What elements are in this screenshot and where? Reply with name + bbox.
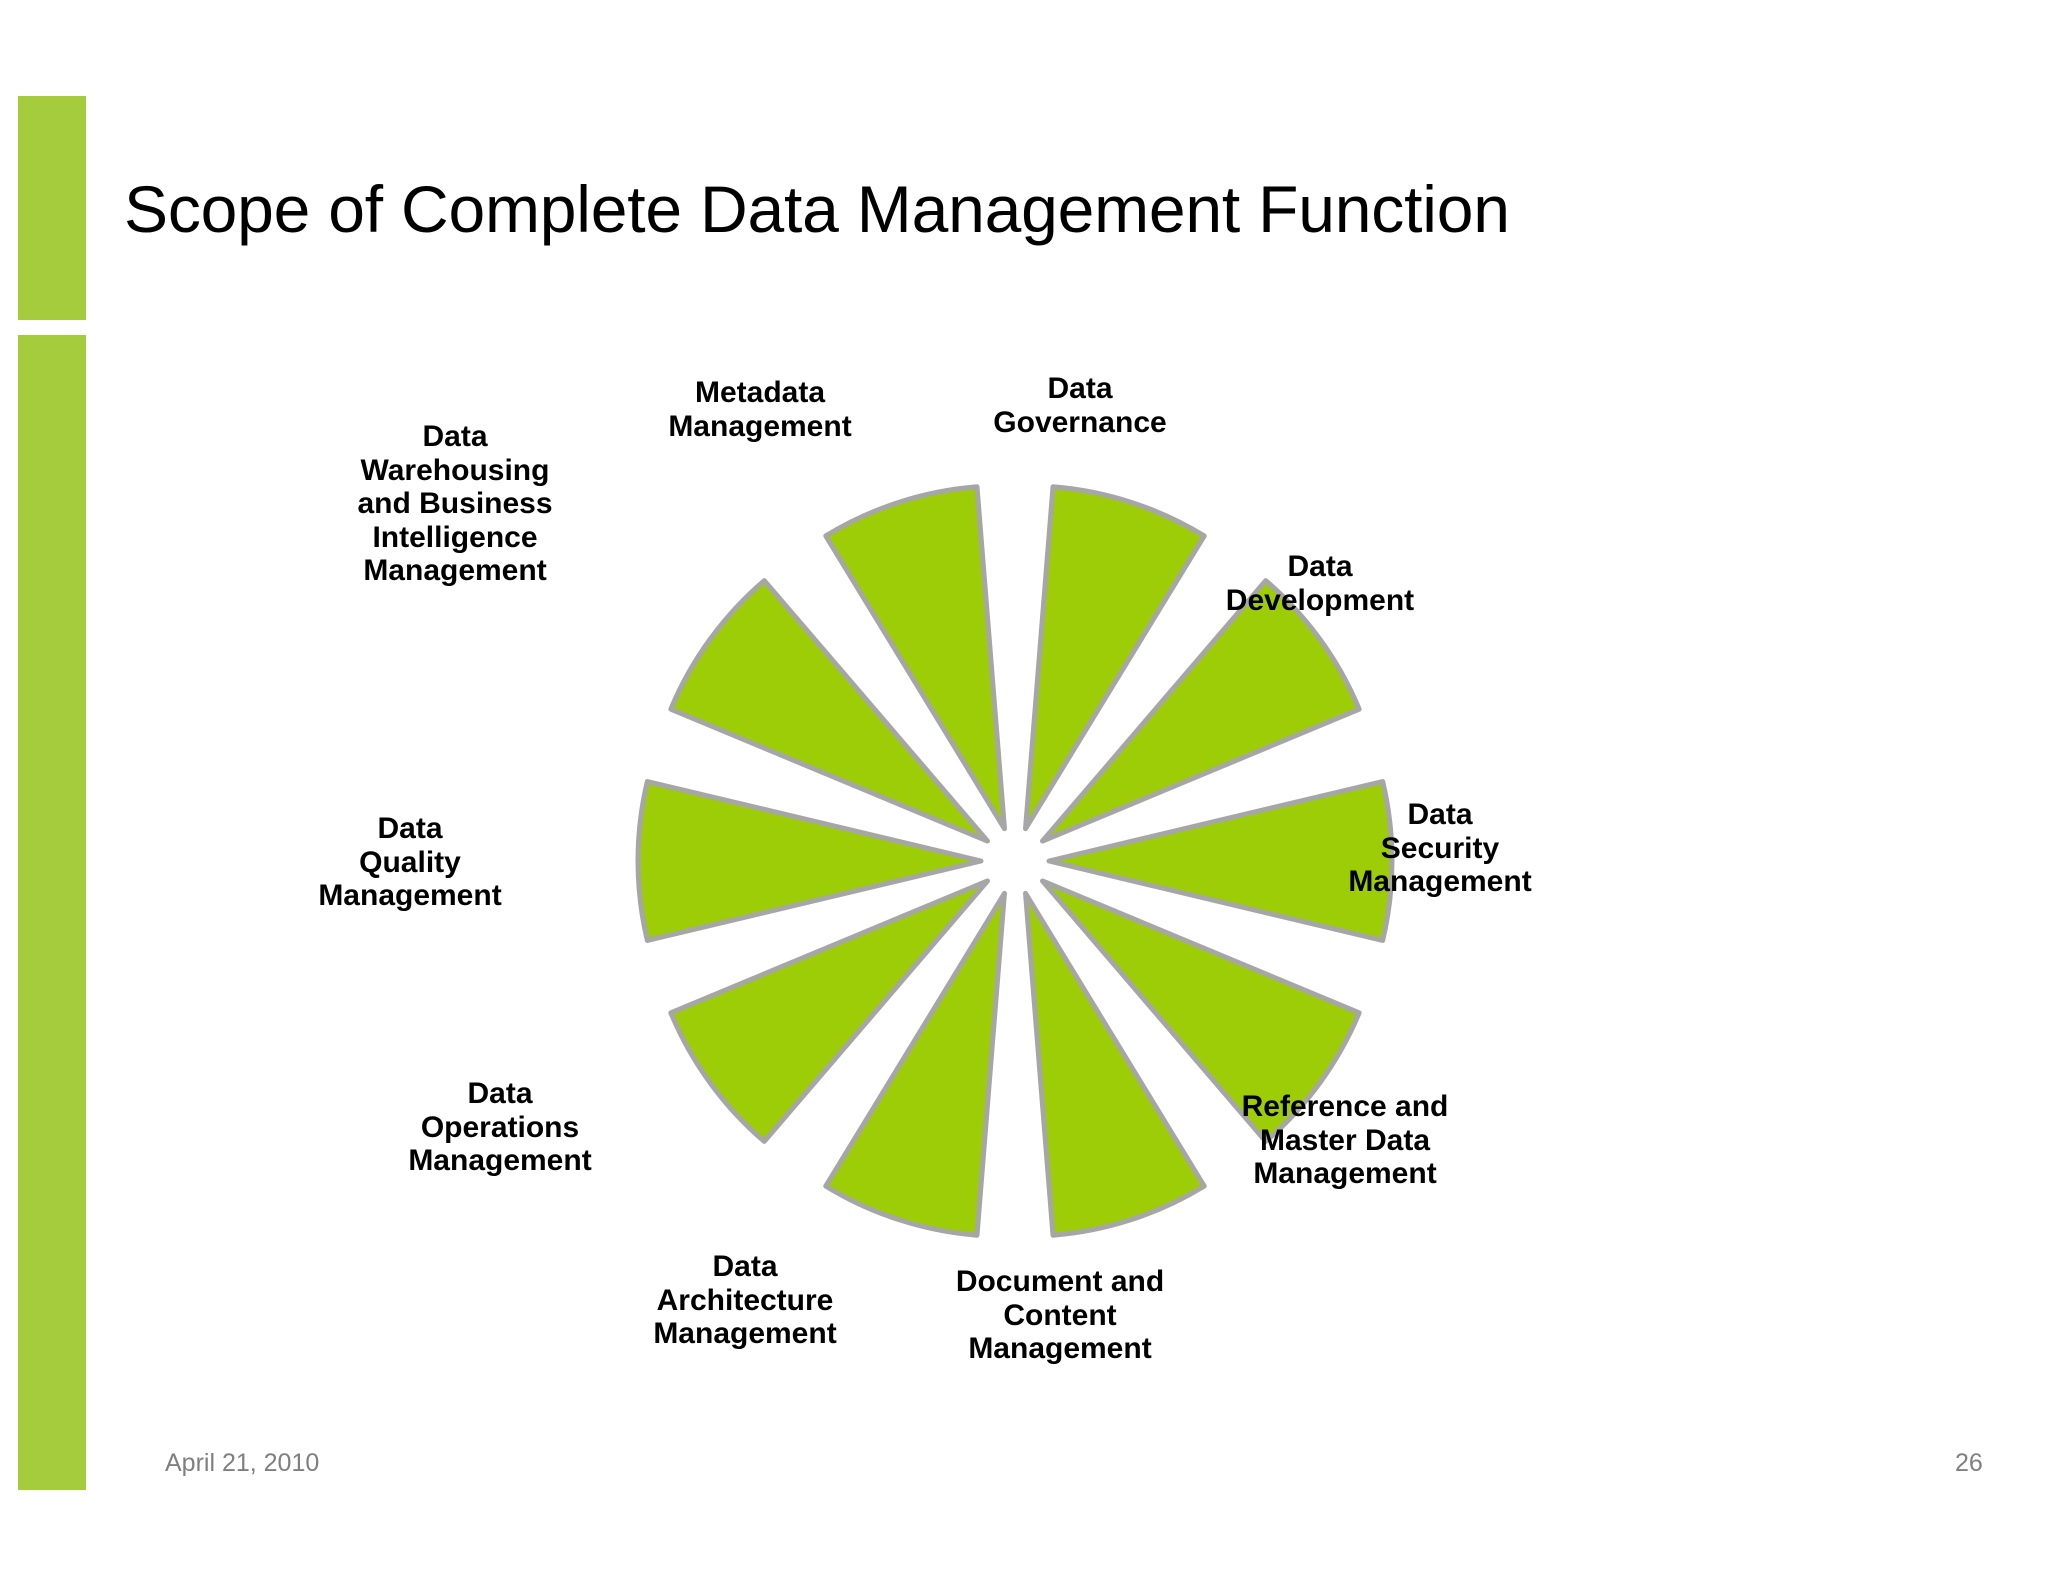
wheel-segment-data-operations-management[interactable]	[668, 878, 990, 1144]
wheel-segment-group	[635, 484, 1395, 1238]
footer-page-number: 26	[1955, 1449, 1983, 1477]
wheel-segment-data-governance[interactable]	[1023, 484, 1207, 832]
wheel-segment-data-quality-management[interactable]	[635, 779, 984, 943]
wheel-label-data-quality-management: Data Quality Management	[318, 812, 502, 913]
wheel-segment-reference-and-master-data-management[interactable]	[1040, 878, 1362, 1144]
accent-bar-top	[18, 96, 86, 320]
wheel-segment-data-warehousing-and-bi-management[interactable]	[668, 578, 990, 844]
wheel-segment-data-architecture-management[interactable]	[823, 890, 1007, 1238]
wheel-label-data-governance: Data Governance	[993, 372, 1167, 439]
wheel-label-metadata-management: Metadata Management	[668, 376, 852, 443]
wheel-label-reference-and-master-data-management: Reference and Master Data Management	[1241, 1090, 1449, 1191]
accent-bar-bottom	[18, 335, 86, 1490]
wheel-segment-data-security-management[interactable]	[1046, 779, 1395, 943]
wheel-segment-data-development[interactable]	[1040, 578, 1362, 844]
footer-date: April 21, 2010	[165, 1449, 320, 1477]
page-title: Scope of Complete Data Management Functi…	[124, 172, 1510, 246]
wheel-label-data-operations-management: Data Operations Management	[408, 1077, 592, 1178]
wheel-segment-document-and-content-management[interactable]	[1023, 890, 1207, 1238]
wheel-label-data-architecture-management: Data Architecture Management	[653, 1250, 837, 1351]
wheel-label-document-and-content-management: Document and Content Management	[955, 1265, 1165, 1366]
wheel-label-data-security-management: Data Security Management	[1348, 798, 1532, 899]
wheel-label-data-warehousing-and-bi-management: Data Warehousing and Business Intelligen…	[357, 420, 553, 588]
wheel-segment-metadata-management[interactable]	[823, 484, 1007, 832]
wheel-label-data-development: Data Development	[1225, 550, 1415, 617]
